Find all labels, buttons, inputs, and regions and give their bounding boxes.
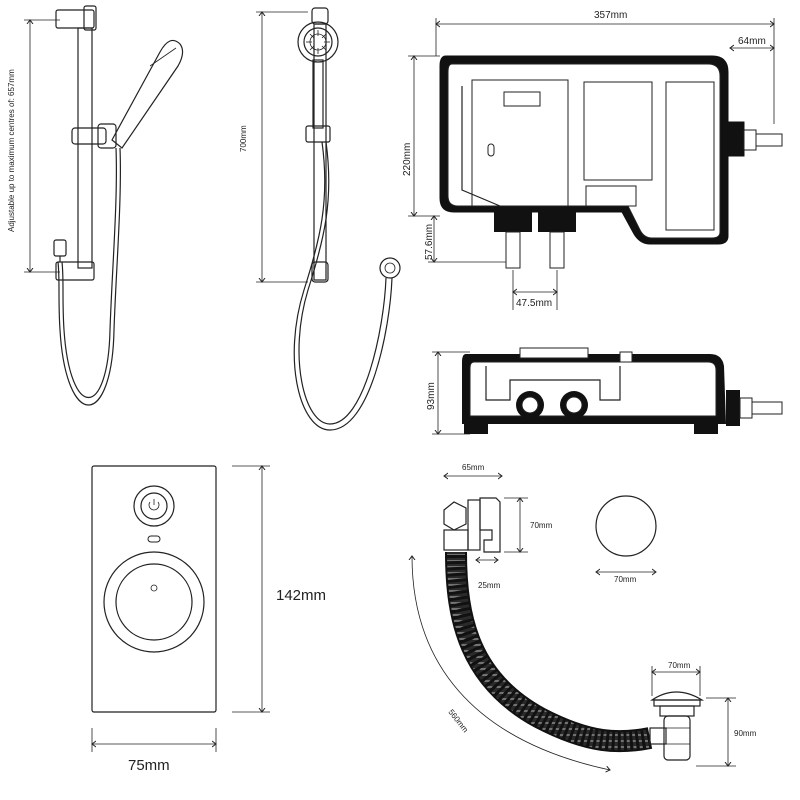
control-panel-front-view: 142mm 75mm (92, 466, 326, 774)
waste-cap (650, 691, 705, 701)
unit-width-label: 357mm (594, 10, 627, 21)
filler-width-label: 65mm (462, 463, 485, 472)
filler-depth-label: 25mm (478, 581, 501, 590)
shower-rail-side-view: Adjustable up to maximum centres of: 657… (7, 5, 184, 406)
bath-filler-assembly: 65mm 70mm 25mm 70mm 560mm 70mm (412, 463, 757, 770)
rail-length-label: 700mm (239, 125, 248, 152)
disc-diameter-label: 70mm (614, 575, 637, 584)
inlet-spacing-label: 47.5mm (516, 298, 552, 309)
inlet-height-label: 57.6mm (424, 224, 435, 260)
power-unit-side-view: 93mm (426, 347, 783, 434)
diverter-disc (595, 495, 657, 557)
control-panel-outline (91, 465, 217, 713)
shower-rail-front-view: 700mm (239, 7, 401, 431)
outlet-length-label: 64mm (738, 36, 766, 47)
waste-height-label: 90mm (734, 729, 757, 738)
control-height-label: 142mm (276, 587, 326, 604)
rail-adjust-label: Adjustable up to maximum centres of: 657… (7, 69, 16, 232)
control-width-label: 75mm (128, 757, 170, 774)
filler-height-label: 70mm (530, 521, 553, 530)
hose-length-label: 560mm (446, 708, 470, 735)
unit-height-label: 220mm (402, 143, 413, 176)
power-icon (148, 501, 160, 511)
waste-cap-label: 70mm (668, 661, 691, 670)
power-unit-front-view: 357mm 64mm 220mm 57.6mm (402, 10, 783, 310)
unit-depth-label: 93mm (426, 382, 437, 410)
